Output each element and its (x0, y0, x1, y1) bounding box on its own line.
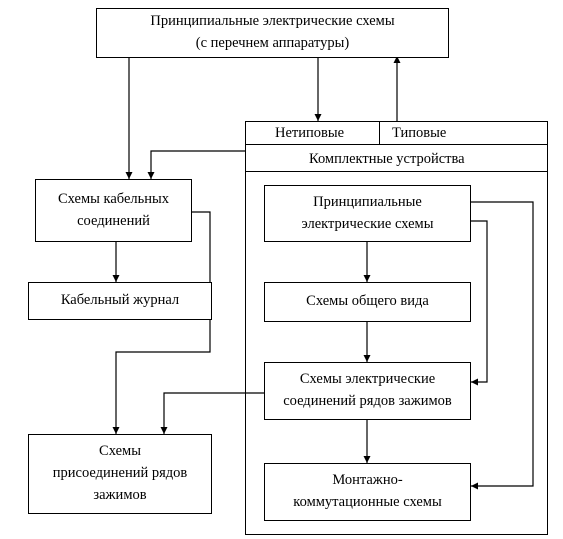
cable-schemes-line2: соединений (77, 212, 150, 229)
device-schematic-line2: электрические схемы (301, 215, 434, 232)
arrow-complete-to-cable-schemes (147, 150, 246, 179)
terminal-connections-line1: Схемы электрические (299, 371, 436, 388)
terminal-attach-line2: присоединений рядов (52, 465, 188, 482)
cable-schemes-box: Схемы кабельных соединений (35, 179, 192, 242)
principal-schemes-line1: Принципиальные электрические схемы (150, 13, 395, 30)
nontypical-label: Нетиповые (275, 125, 345, 141)
device-schematic-box: Принципиальные электрические схемы (264, 185, 471, 242)
complete-devices-frame (245, 121, 548, 535)
terminal-connections-line2: соединений рядов зажимов (283, 393, 452, 409)
cable-journal-label: Кабельный журнал (60, 292, 180, 309)
arrow-cable-schemes-to-terminal-attach (112, 211, 211, 434)
typical-label: Типовые (392, 125, 447, 141)
arrow-terminal-connections-to-terminal-attach (160, 392, 264, 434)
cable-schemes-line1: Схемы кабельных (57, 190, 170, 207)
type-divider (379, 121, 380, 144)
principal-schemes-box: Принципиальные электрические схемы (с пе… (96, 8, 449, 58)
arrow-schematic-to-wiring (470, 201, 534, 490)
arrow-schematic-to-terminal-connections (470, 220, 488, 386)
header-divider-top (245, 144, 548, 145)
general-view-label: Схемы общего вида (306, 293, 429, 310)
header-divider-bottom (245, 171, 548, 172)
terminal-attach-line3: зажимов (93, 486, 147, 503)
terminal-connections-box: Схемы электрические соединений рядов заж… (264, 362, 471, 420)
device-schematic-line1: Принципиальные (313, 193, 422, 210)
terminal-attach-line1: Схемы (99, 443, 141, 460)
wiring-schemes-line2: коммутационные схемы (293, 494, 442, 510)
wiring-schemes-box: Монтажно- коммутационные схемы (264, 463, 471, 521)
wiring-schemes-line1: Монтажно- (332, 472, 403, 489)
complete-devices-label: Комплектные устройства (309, 151, 465, 167)
cable-journal-box: Кабельный журнал (28, 282, 212, 320)
general-view-box: Схемы общего вида (264, 282, 471, 322)
principal-schemes-line2: (с перечнем аппаратуры) (195, 35, 350, 51)
terminal-attach-box: Схемы присоединений рядов зажимов (28, 434, 212, 514)
